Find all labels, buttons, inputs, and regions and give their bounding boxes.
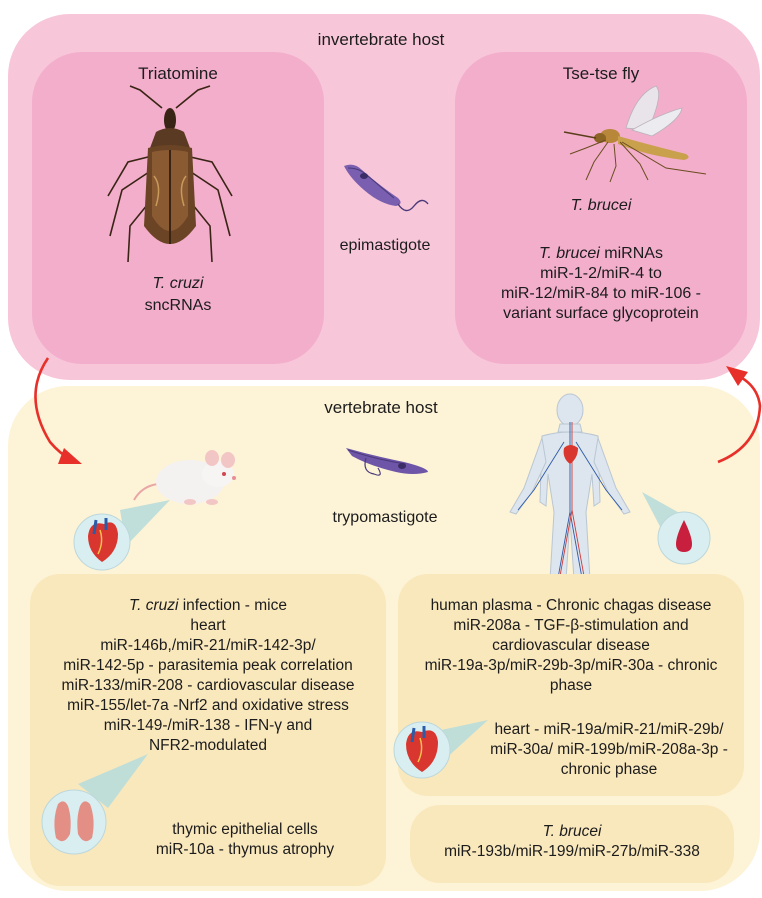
triatomine-species: T. cruzi <box>32 274 324 294</box>
human-body-icon <box>500 392 640 582</box>
blood-drop-callout-icon <box>636 490 726 570</box>
human-data-line: miR-208a - TGF-β-stimulation and <box>398 616 744 636</box>
trypomastigote-icon <box>344 442 434 482</box>
transmission-arrow-left <box>20 356 90 466</box>
mice-data-line: miR-146b,/miR-21/miR-142-3p/ <box>30 636 386 656</box>
thymus-data-text: thymic epithelial cells miR-10a - thymus… <box>110 820 380 860</box>
thymus-data-line: miR-10a - thymus atrophy <box>110 840 380 860</box>
epimastigote-label: epimastigote <box>320 236 450 256</box>
human-heart-line: heart - miR-19a/miR-21/miR-29b/ <box>474 720 744 740</box>
human-heart-line: chronic phase <box>474 760 744 780</box>
heart-callout-icon <box>70 490 180 580</box>
mice-data-line: miR-149-/miR-138 - IFN-γ and <box>30 716 386 736</box>
triatomine-rna: sncRNAs <box>32 296 324 316</box>
mice-data-line: miR-142-5p - parasitemia peak correlatio… <box>30 656 386 676</box>
tsetse-mirna-line: variant surface glycoprotein <box>455 304 747 324</box>
tsetse-mirna-block: T. brucei miRNAs miR-1-2/miR-4 to miR-12… <box>455 244 747 324</box>
human-heart-line: miR-30a/ miR-199b/miR-208a-3p - <box>474 740 744 760</box>
human-data-line: miR-19a-3p/miR-29b-3p/miR-30a - chronic <box>398 656 744 676</box>
human-data-line: human plasma - Chronic chagas disease <box>398 596 744 616</box>
human-data-line: cardiovascular disease <box>398 636 744 656</box>
transmission-arrow-right <box>712 366 762 466</box>
triatomine-title: Triatomine <box>32 64 324 84</box>
epimastigote-icon <box>340 160 430 220</box>
tsetse-fly-icon <box>556 84 716 184</box>
tsetse-mirna-line: miR-12/miR-84 to miR-106 - <box>455 284 747 304</box>
mice-data-line: miR-133/miR-208 - cardiovascular disease <box>30 676 386 696</box>
tsetse-species: T. brucei <box>455 196 747 216</box>
human-data-line: phase <box>398 676 744 696</box>
brucei-vertebrate-text: T. brucei miR-193b/miR-199/miR-27b/miR-3… <box>410 822 734 862</box>
vertebrate-host-title: vertebrate host <box>0 398 762 418</box>
invertebrate-host-title: invertebrate host <box>0 30 762 50</box>
mice-data-text: T. cruzi infection - mice heart miR-146b… <box>30 596 386 756</box>
trypomastigote-label: trypomastigote <box>320 508 450 528</box>
human-heart-text: heart - miR-19a/miR-21/miR-29b/ miR-30a/… <box>474 720 744 780</box>
tsetse-mirna-line: miR-1-2/miR-4 to <box>455 264 747 284</box>
brucei-mirna-line: miR-193b/miR-199/miR-27b/miR-338 <box>410 842 734 862</box>
tsetse-title: Tse-tse fly <box>455 64 747 84</box>
mice-data-line: miR-155/let-7a -Nrf2 and oxidative stres… <box>30 696 386 716</box>
mice-data-line: NFR2-modulated <box>30 736 386 756</box>
thymus-data-line: thymic epithelial cells <box>110 820 380 840</box>
mice-data-line: heart <box>30 616 386 636</box>
human-plasma-text: human plasma - Chronic chagas disease mi… <box>398 596 744 696</box>
brucei-species: T. brucei <box>410 822 734 842</box>
triatomine-bug-icon <box>100 86 240 266</box>
